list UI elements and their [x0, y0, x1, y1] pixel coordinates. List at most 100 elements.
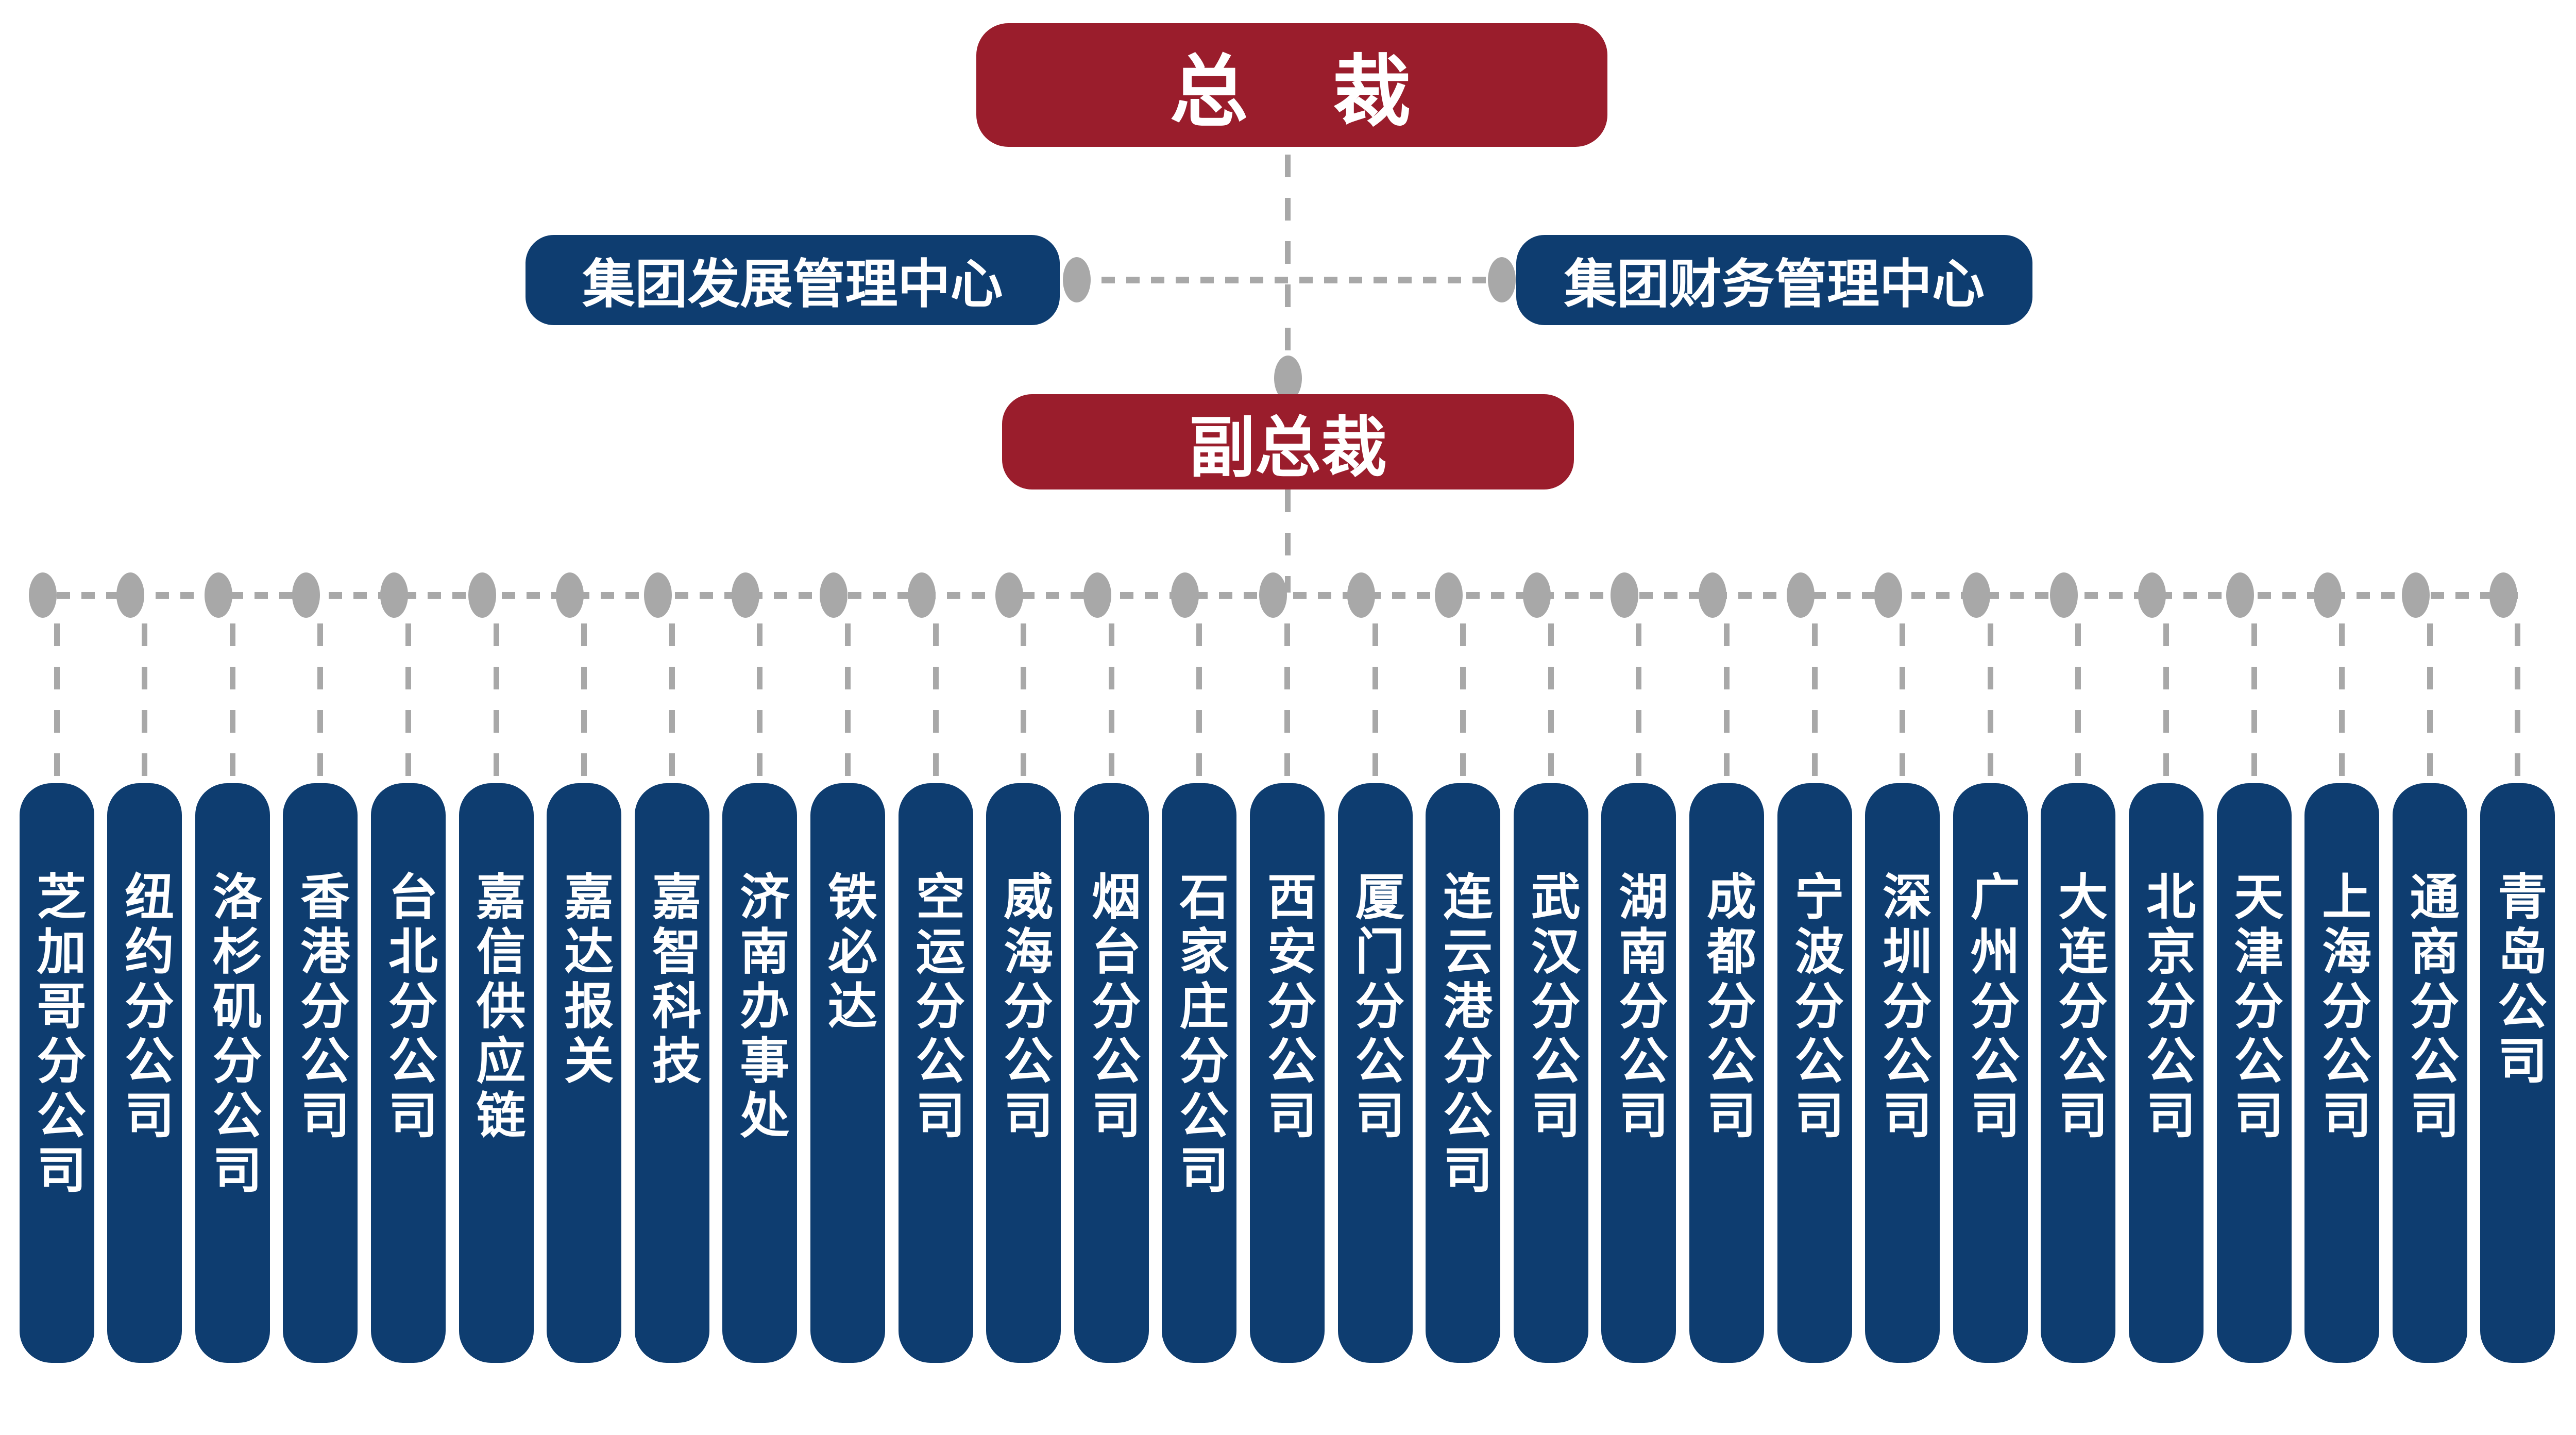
branch-connector-dot — [116, 572, 145, 618]
branch-column: 铁必达 — [810, 783, 885, 1363]
branch-connector-line — [1021, 623, 1027, 832]
branch-label: 铁必达 — [820, 871, 876, 1035]
branch-slot: 青岛公司 — [2480, 567, 2555, 1371]
branch-connector-dot — [643, 572, 672, 618]
branch-connector-dot — [1083, 572, 1111, 618]
branch-column: 连云港分公司 — [1426, 783, 1501, 1363]
branch-slot: 洛杉矶分公司 — [195, 567, 270, 1371]
branch-label: 大连分公司 — [2050, 871, 2106, 1144]
branch-slot: 空运分公司 — [898, 567, 973, 1371]
branch-connector-dot — [732, 572, 760, 618]
branch-connector-line — [405, 623, 411, 832]
branch-label: 天津分公司 — [2227, 871, 2282, 1144]
branch-slot: 通商分公司 — [2392, 567, 2467, 1371]
president-label: 总 裁 — [1170, 48, 1414, 136]
branch-connector-line — [581, 623, 587, 832]
branch-connector-dot — [907, 572, 936, 618]
development-center-label: 集团发展管理中心 — [582, 255, 1003, 314]
branch-connector-dot — [1698, 572, 1726, 618]
branch-connector-line — [2515, 623, 2521, 832]
branch-connector-line — [1636, 623, 1642, 832]
branch-connector-line — [142, 623, 148, 832]
branch-column: 烟台分公司 — [1074, 783, 1149, 1363]
branch-slot: 宁波分公司 — [1777, 567, 1852, 1371]
branch-connector-line — [1723, 623, 1730, 832]
branch-connector-dot — [819, 572, 848, 618]
branch-connector-line — [229, 623, 235, 832]
branch-connector-dot — [1435, 572, 1463, 618]
branch-connector-dot — [2050, 572, 2078, 618]
branch-slot: 嘉信供应链 — [459, 567, 534, 1371]
branch-column: 嘉智科技 — [634, 783, 709, 1363]
vice-president-node: 副总裁 — [1002, 394, 1574, 489]
branch-slot: 广州分公司 — [1953, 567, 2028, 1371]
branch-column: 嘉信供应链 — [459, 783, 534, 1363]
branch-label: 纽约分公司 — [117, 871, 173, 1144]
branch-column: 北京分公司 — [2128, 783, 2204, 1363]
branch-connector-dot — [1259, 572, 1287, 618]
branch-column: 济南办事处 — [722, 783, 798, 1363]
branch-slot: 济南办事处 — [722, 567, 798, 1371]
branch-connector-line — [317, 623, 324, 832]
branch-column: 武汉分公司 — [1513, 783, 1588, 1363]
branch-slot: 大连分公司 — [2041, 567, 2116, 1371]
branch-label: 洛杉矶分公司 — [205, 871, 261, 1198]
branch-connector-dot — [2401, 572, 2430, 618]
branch-connector-dot — [204, 572, 232, 618]
branch-label: 芝加哥分公司 — [29, 871, 84, 1198]
branch-connector-dot — [1962, 572, 1990, 618]
connector-dot-above-vp — [1274, 356, 1302, 401]
branch-connector-dot — [1347, 572, 1375, 618]
connector-dot-left — [1063, 257, 1091, 302]
branch-label: 嘉信供应链 — [469, 871, 524, 1144]
branch-column: 纽约分公司 — [107, 783, 182, 1363]
branch-column: 威海分公司 — [986, 783, 1061, 1363]
branch-label: 深圳分公司 — [1875, 871, 1930, 1144]
branch-label: 成都分公司 — [1699, 871, 1755, 1144]
branch-label: 连云港分公司 — [1435, 871, 1491, 1198]
branch-label: 湖南分公司 — [1611, 871, 1667, 1144]
branch-connector-dot — [1611, 572, 1639, 618]
branch-label: 宁波分公司 — [1787, 871, 1842, 1144]
connector-dot-right — [1488, 257, 1516, 302]
branch-connector-line — [844, 623, 851, 832]
branch-column: 香港分公司 — [283, 783, 358, 1363]
branch-column: 大连分公司 — [2041, 783, 2116, 1363]
branch-connector-line — [2163, 623, 2169, 832]
branch-slot: 烟台分公司 — [1074, 567, 1149, 1371]
branch-connector-line — [669, 623, 675, 832]
branch-connector-line — [54, 623, 60, 832]
branch-slot: 铁必达 — [810, 567, 885, 1371]
branch-column: 石家庄分公司 — [1162, 783, 1237, 1363]
branch-connector-dot — [2489, 572, 2518, 618]
branch-slot: 厦门分公司 — [1337, 567, 1413, 1371]
branch-column: 空运分公司 — [898, 783, 973, 1363]
branch-slot: 成都分公司 — [1689, 567, 1764, 1371]
branch-connector-line — [1284, 623, 1290, 832]
branch-connector-dot — [556, 572, 584, 618]
branch-connector-dot — [1874, 572, 1903, 618]
branch-connector-line — [1108, 623, 1114, 832]
branch-connector-dot — [380, 572, 408, 618]
branch-connector-dot — [28, 572, 57, 618]
branch-column: 深圳分公司 — [1865, 783, 1940, 1363]
branch-column: 洛杉矶分公司 — [195, 783, 270, 1363]
branch-connector-line — [1548, 623, 1554, 832]
branch-connector-line — [1460, 623, 1466, 832]
branch-connector-line — [933, 623, 939, 832]
branch-label: 济南办事处 — [732, 871, 788, 1144]
branch-connector-dot — [1171, 572, 1199, 618]
branch-connector-line — [1900, 623, 1906, 832]
branch-connector-dot — [995, 572, 1024, 618]
branch-slot: 芝加哥分公司 — [19, 567, 94, 1371]
branch-column: 厦门分公司 — [1337, 783, 1413, 1363]
connector-president-to-vp — [1285, 155, 1291, 389]
connector-centers-line — [1077, 277, 1502, 283]
branch-connector-line — [2427, 623, 2433, 832]
branch-label: 空运分公司 — [908, 871, 963, 1144]
branch-label: 上海分公司 — [2314, 871, 2370, 1144]
vice-president-label: 副总裁 — [1189, 411, 1387, 485]
branch-slot: 纽约分公司 — [107, 567, 182, 1371]
branch-slot: 北京分公司 — [2128, 567, 2204, 1371]
